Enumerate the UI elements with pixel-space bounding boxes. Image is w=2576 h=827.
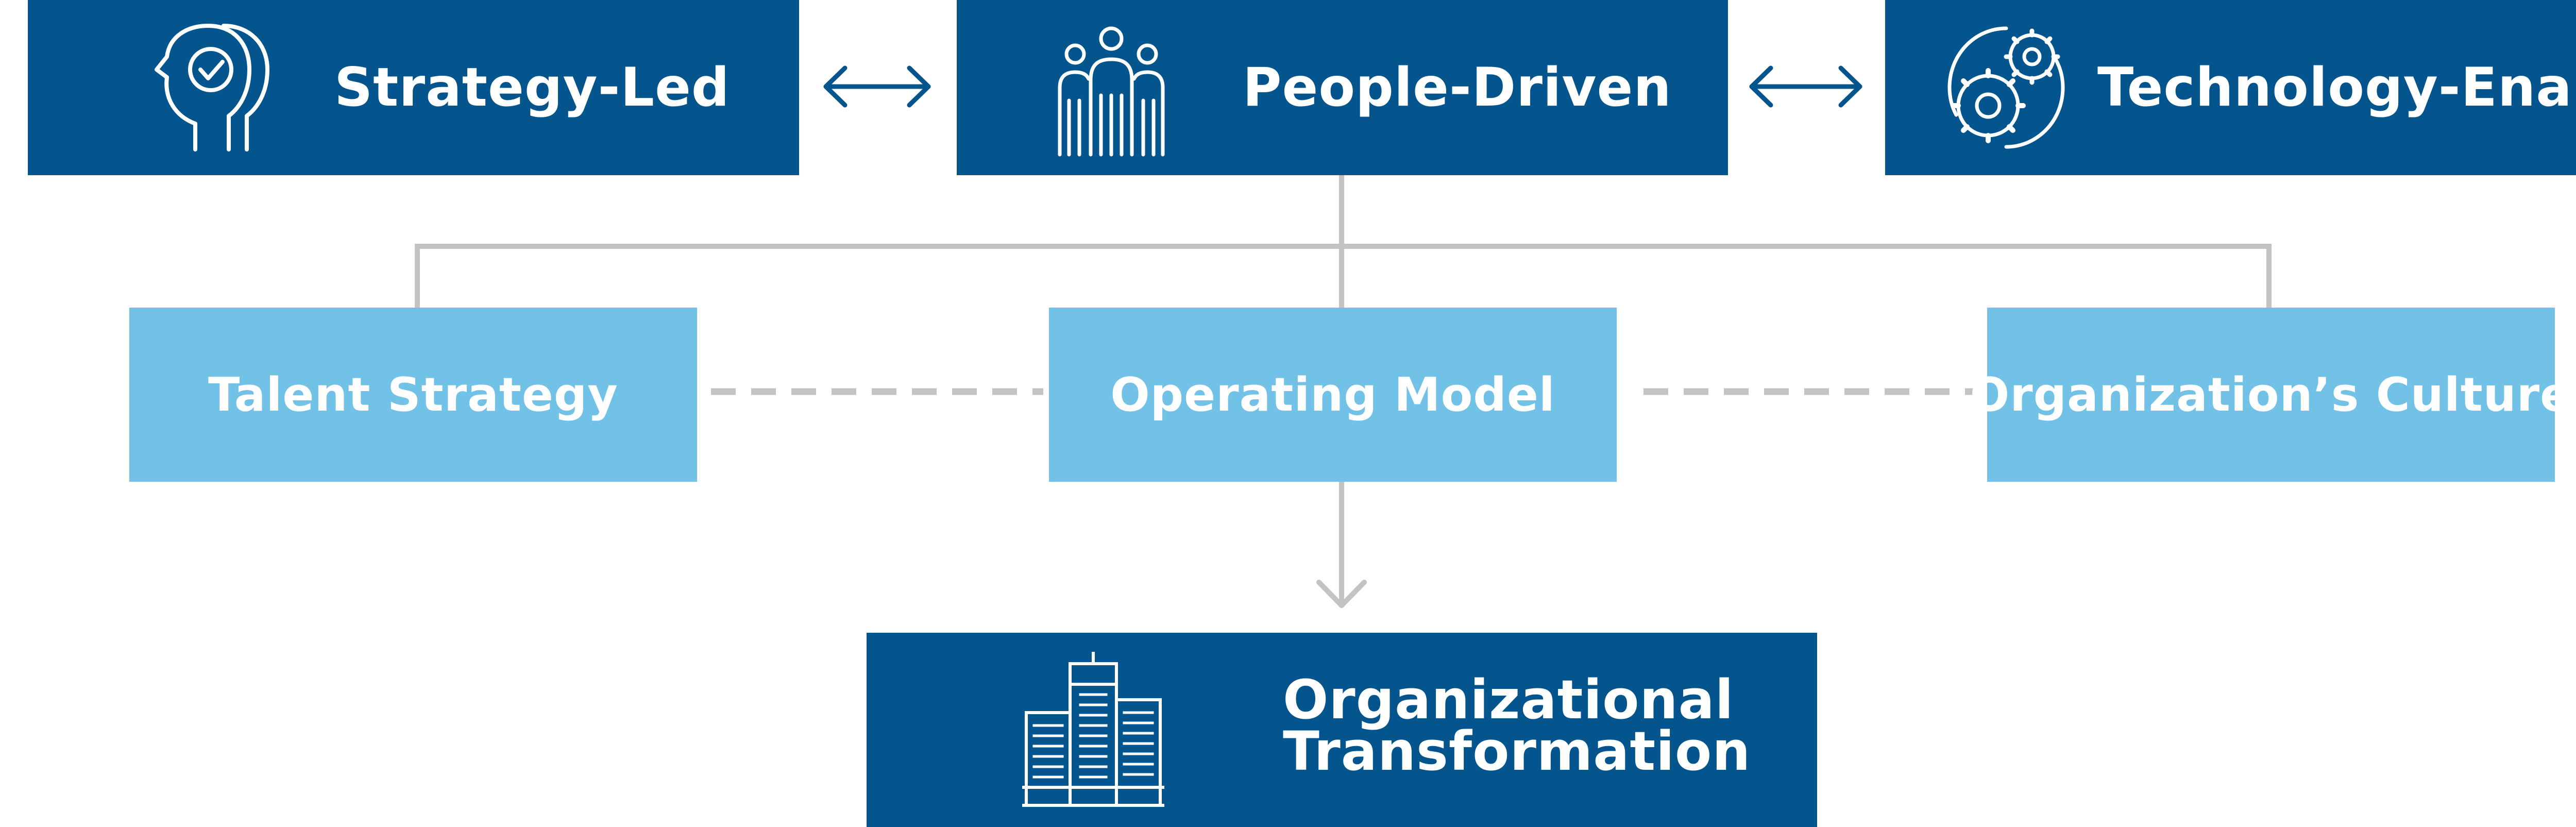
outcome-label: Organizational Transformation — [1283, 668, 1751, 783]
double-arrow-strategy-people — [823, 65, 931, 108]
lever-label-organizations-culture: Organization’s Culture — [1970, 367, 2572, 422]
outcome-organizational-transformation: Organizational Transformation — [867, 633, 1817, 827]
pillar-label-strategy-led: Strategy-Led — [334, 57, 730, 119]
pillar-people-driven: People-Driven — [957, 0, 1728, 175]
lever-operating-model: Operating Model — [1049, 308, 1617, 482]
pillar-strategy-led: Strategy-Led — [28, 0, 799, 175]
outcome-label-line-1: Organizational — [1283, 668, 1734, 731]
outcome-label-line-2: Transformation — [1283, 720, 1751, 783]
head-check-icon — [155, 24, 269, 151]
lever-label-talent-strategy: Talent Strategy — [208, 367, 618, 422]
tree-connector — [415, 175, 2272, 309]
pillar-label-technology-enabled: Technology-Enabled — [2097, 57, 2576, 119]
lever-organizations-culture: Organization’s Culture — [1970, 308, 2571, 482]
gears-icon — [1947, 26, 2065, 149]
down-arrow-to-outcome — [1316, 479, 1367, 608]
people-group-icon — [1058, 26, 1165, 157]
pillar-technology-enabled: Technology-Enabled — [1885, 0, 2576, 175]
lever-talent-strategy: Talent Strategy — [129, 308, 697, 482]
double-arrow-people-technology — [1749, 65, 1862, 108]
pillar-label-people-driven: People-Driven — [1243, 57, 1672, 119]
lever-label-operating-model: Operating Model — [1110, 367, 1555, 422]
office-buildings-icon — [1022, 652, 1164, 807]
